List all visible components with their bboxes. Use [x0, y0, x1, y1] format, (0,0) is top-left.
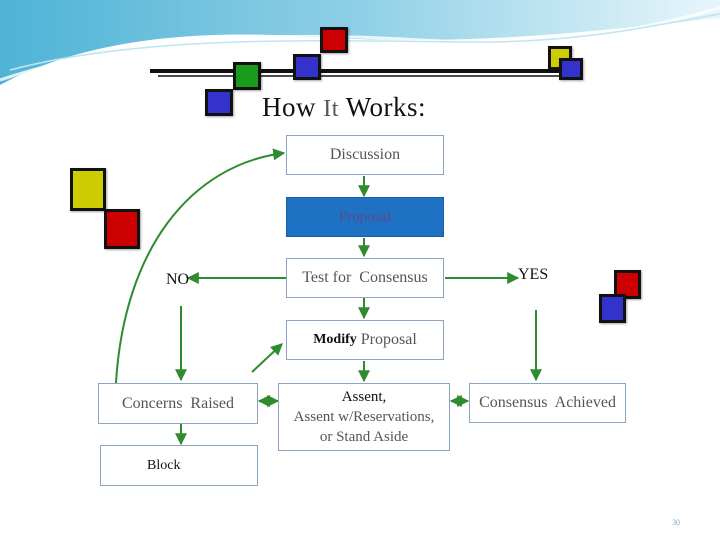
consensus-achieved-box: Consensus Achieved: [469, 383, 626, 423]
title-word-it: It: [323, 96, 339, 122]
block-box: Block: [100, 445, 258, 486]
modify-label-rest: Proposal: [356, 331, 417, 348]
assent-line-3: or Stand Aside: [319, 429, 409, 445]
assent-box: Assent, Assent w/Reservations, or Stand …: [278, 383, 450, 451]
modify-label-bold: Modify: [313, 332, 357, 347]
title-word-how: How: [262, 92, 316, 122]
red-square: [104, 209, 140, 249]
connectors: [115, 148, 542, 446]
blue-square: [599, 294, 626, 323]
proposal-label: Proposal: [338, 208, 392, 225]
assent-line-2: Assent w/Reservations,: [293, 409, 435, 425]
title-word-works: Works:: [345, 92, 427, 122]
yellow-square: [70, 168, 106, 211]
modify-proposal-box: Modify Proposal: [286, 320, 444, 360]
blue-square: [205, 89, 233, 116]
header-swoosh: [0, 0, 720, 85]
block-label: Block: [147, 457, 181, 473]
page-number: 30: [672, 518, 680, 527]
test-for-consensus-box: Test for Consensus: [286, 258, 444, 298]
discussion-box: Discussion: [286, 135, 444, 175]
discussion-label: Discussion: [329, 146, 401, 163]
concerns-raised-box: Concerns Raised: [98, 383, 258, 424]
header-swoosh-line: [0, 6, 720, 82]
blue-square: [559, 58, 583, 80]
blue-square: [293, 54, 321, 80]
test-for-consensus-label: Test for Consensus: [302, 269, 428, 286]
consensus-achieved-label: Consensus Achieved: [479, 394, 616, 411]
proposal-box: Proposal: [286, 197, 444, 237]
red-square: [320, 27, 348, 53]
green-square: [233, 62, 261, 90]
no-label: NO: [166, 271, 190, 288]
assent-line-1: Assent,: [341, 389, 387, 405]
concerns-raised-label: Concerns Raised: [122, 394, 234, 412]
slide-title: How It Works:: [262, 92, 426, 123]
yes-label: YES: [518, 266, 549, 283]
